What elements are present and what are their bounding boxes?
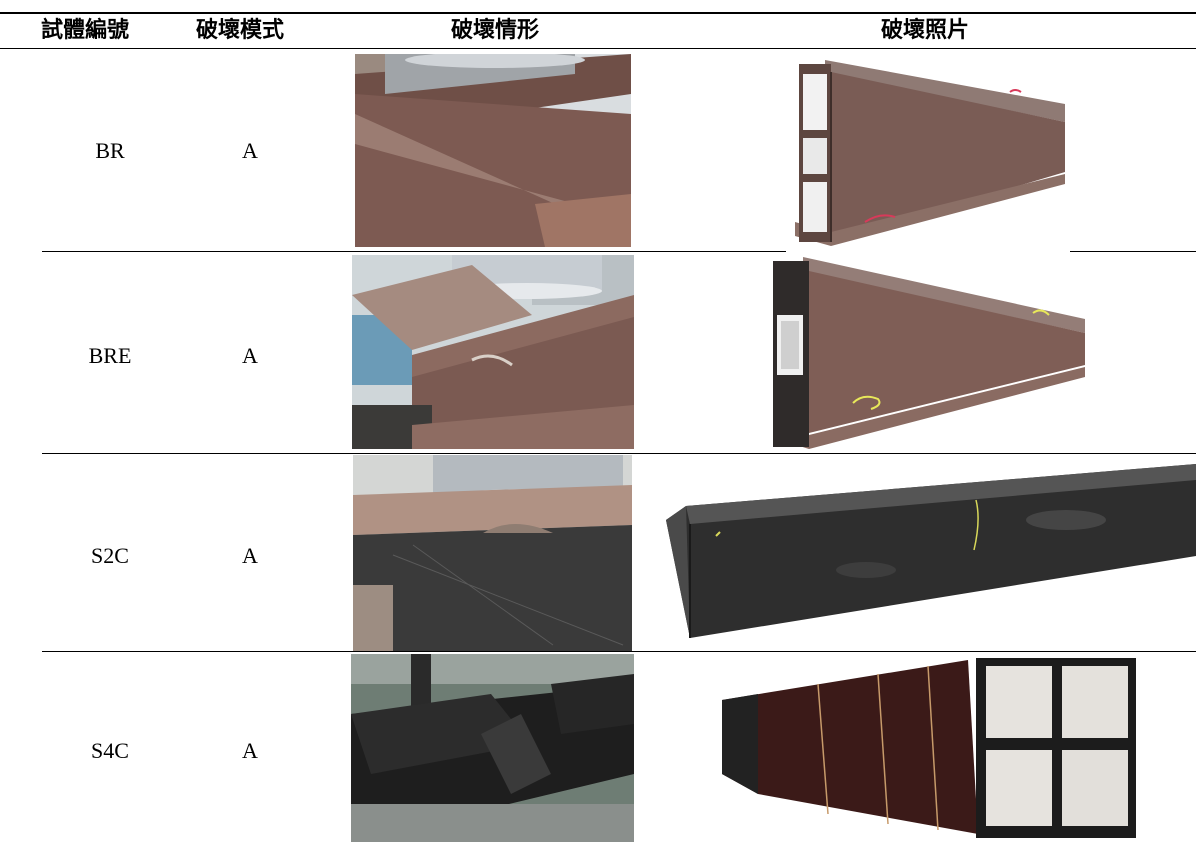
- row-3-condition-photo: [353, 455, 632, 651]
- table-top-rule: [0, 12, 1196, 14]
- row-1-failure-mode: A: [242, 138, 258, 163]
- row-3-failure-photo: [666, 460, 1196, 640]
- row-1-rule-right: [1070, 251, 1196, 252]
- row-2-failure-photo: [763, 253, 1091, 451]
- row-3-specimen-id: S2C: [91, 543, 129, 568]
- row-2-failure-mode: A: [242, 343, 258, 368]
- row-1-specimen-id: BR: [95, 138, 125, 163]
- row-3-rule: [42, 651, 1196, 652]
- row-4-condition-photo: [351, 654, 634, 842]
- row-4-specimen-id: S4C: [91, 738, 129, 763]
- header-failure-mode: 破壞模式: [195, 18, 284, 43]
- row-2-specimen-id: BRE: [88, 343, 132, 368]
- header-specimen-id: 試體編號: [40, 18, 129, 43]
- row-1-rule-left: [42, 251, 786, 252]
- row-2-rule: [42, 453, 1196, 454]
- row-4-failure-photo: [718, 654, 1140, 842]
- header-rule: [0, 48, 1196, 49]
- row-2-condition-photo: [352, 255, 634, 449]
- row-1-condition-photo: [355, 54, 631, 247]
- row-3-failure-mode: A: [242, 543, 258, 568]
- header-failure-condition: 破壞情形: [450, 18, 539, 43]
- row-1-failure-photo: [785, 52, 1075, 248]
- header-failure-photo: 破壞照片: [880, 18, 969, 43]
- row-4-failure-mode: A: [242, 738, 258, 763]
